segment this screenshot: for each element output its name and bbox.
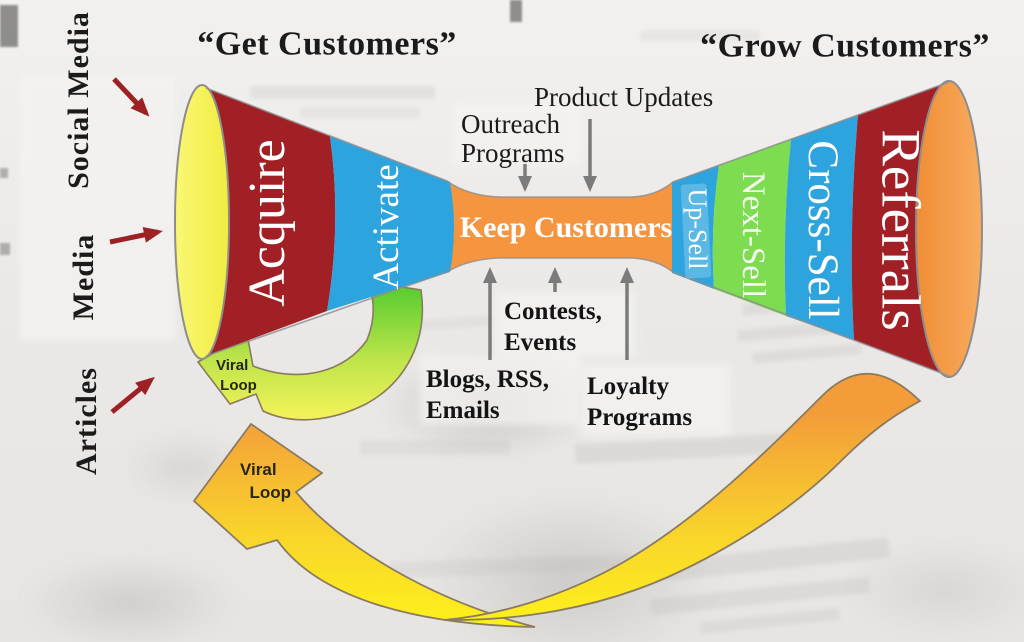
label-backdrop bbox=[580, 365, 730, 435]
upsell-label: Up-Sell bbox=[683, 188, 713, 270]
scan-blot bbox=[840, 540, 1024, 640]
get-customers-title: “Get Customers” bbox=[197, 25, 457, 63]
upsell-highlight bbox=[680, 183, 712, 279]
viral-loop-big-label: Viral Loop bbox=[240, 460, 291, 502]
edge-tick-1 bbox=[0, 168, 8, 178]
source-articles: Articles bbox=[69, 367, 103, 475]
ghost-text bbox=[640, 30, 760, 41]
edge-tick-2 bbox=[0, 243, 10, 255]
source-social-media: Social Media bbox=[61, 11, 95, 189]
nextsell-label: Next-Sell bbox=[734, 171, 771, 299]
social-media-arrow bbox=[112, 77, 150, 117]
funnel-outline-bottom bbox=[205, 257, 950, 377]
activate-segment bbox=[327, 136, 454, 311]
product-updates-label: Product Updates bbox=[534, 82, 714, 112]
label-backdrop bbox=[452, 103, 582, 165]
loyalty-programs-label: Loyalty Programs bbox=[587, 373, 693, 432]
crosssell-segment bbox=[784, 115, 858, 340]
corner-smudge bbox=[0, 5, 18, 47]
keep-customers-segment bbox=[447, 181, 673, 272]
articles-arrow bbox=[110, 376, 155, 414]
viral-loop-big-arrow bbox=[192, 422, 536, 628]
label-backdrop bbox=[495, 292, 635, 357]
viral-loop-small-label: Viral Loop bbox=[216, 357, 257, 395]
referrals-label: Referrals bbox=[870, 129, 932, 331]
viral-loop-small-arrow bbox=[196, 281, 424, 421]
ghost-text bbox=[250, 86, 435, 99]
keep-customers-label: Keep Customers bbox=[459, 210, 673, 244]
nextsell-segment bbox=[712, 139, 791, 316]
grow-customers-title: “Grow Customers” bbox=[700, 27, 990, 65]
activate-label: Activate bbox=[366, 164, 408, 290]
funnel-mouth-right bbox=[915, 80, 983, 378]
funnel-outline-top bbox=[205, 81, 950, 198]
contests-events-label: Contests, Events bbox=[504, 298, 602, 357]
outreach-programs-label: Outreach Programs bbox=[461, 109, 565, 169]
scan-blot bbox=[20, 555, 240, 642]
source-media: Media bbox=[66, 233, 100, 321]
ghost-text bbox=[300, 107, 420, 118]
label-backdrop bbox=[420, 355, 580, 425]
upsell-segment bbox=[672, 165, 719, 289]
crosssell-label: Cross-Sell bbox=[799, 140, 847, 320]
viral-loop-big-tail bbox=[443, 372, 922, 621]
acquire-label: Acquire bbox=[238, 139, 296, 307]
edge-smudge bbox=[510, 0, 522, 22]
blogs-rss-emails-label: Blogs, RSS, Emails bbox=[426, 366, 549, 425]
media-arrow bbox=[109, 227, 163, 245]
acquire-segment bbox=[206, 88, 336, 356]
left-light-band bbox=[20, 75, 175, 340]
funnel-mouth-left bbox=[174, 84, 230, 360]
